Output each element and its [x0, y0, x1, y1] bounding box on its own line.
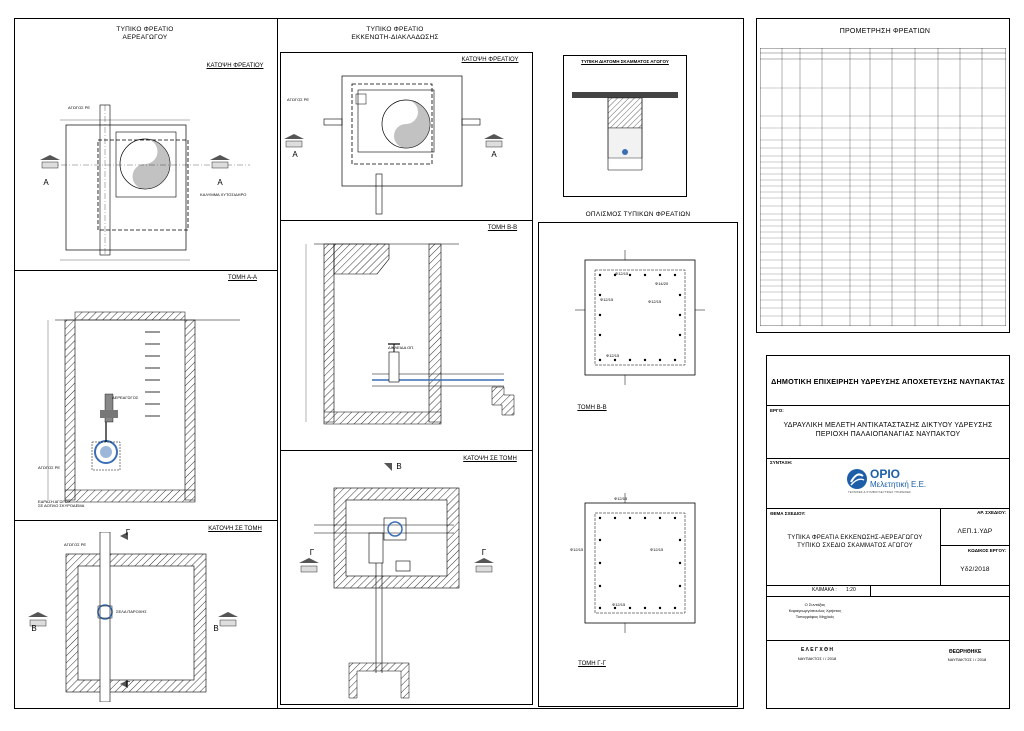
tb-divider-6: [766, 640, 1010, 641]
drawing-a-cover-label: ΚΑΛΥΜΜΑ ΧΥΤΟΣΙΔΗΡΟ: [200, 192, 247, 197]
tb-project-label: ΕΡΓΟ:: [770, 408, 784, 413]
tb-drawno: ΛΕΠ.1.ΥΔΡ: [957, 528, 993, 535]
column-a-frame: [14, 18, 278, 709]
drawing-b-marker-g-right: Γ: [481, 548, 487, 557]
drawing-a-section-label: ΤΟΜΗ Α-Α: [228, 275, 257, 281]
drawing-b-pipe-label: ΑΓΩΓΟΣ ΡΕ: [287, 97, 310, 102]
drawing-a-marker-g-bottom: Γ: [125, 680, 131, 689]
reinforcement-bar-label-4: Φ12/15: [648, 299, 662, 304]
tb-drawno-label: ΑΡ. ΣΧΕΔΙΟΥ:: [977, 510, 1006, 515]
tb-project-code-label: ΚΩΔΙΚΟΣ ΕΡΓΟΥ:: [967, 548, 1006, 553]
drawing-b-marker-a-right: Α: [491, 150, 497, 159]
tb-drawno-box: [940, 545, 1010, 546]
drawing-b-plan-section-view: [299, 463, 494, 699]
reinforcement-section-b-label: ΤΟΜΗ Β-Β: [577, 405, 607, 411]
drawing-a-plan-label: ΚΑΤΟΨΗ ΦΡΕΑΤΙΟΥ: [206, 63, 264, 69]
tb-author-label: ΣΥΝΤΑΞΗ:: [770, 460, 793, 465]
reinforcement-section-b-view: [575, 250, 705, 385]
drawing-a-valve-label: ΑΕΡΕΑΓΩΓΟΣ: [112, 395, 139, 400]
quantities-table: [759, 47, 1007, 327]
drawing-b-title: ΤΥΠΙΚΟ ΦΡΕΑΤΙΟ ΕΚΚΕΝΩΤΗ-ΔΙΑΚΛΑΔΩΣΗΣ: [351, 26, 439, 42]
trench-frame: [563, 55, 687, 197]
drawing-b-valve-label: ΔΙΚΛΕΙΔΑ ΟΠ.: [388, 345, 415, 350]
tb-engineer-line1: Καραγεωργόπουλος Χρήστος: [788, 608, 842, 613]
reinforcement-bar-label-3: Φ12/15: [600, 297, 614, 302]
tb-project-code: Υδ2/2018: [960, 566, 990, 573]
drawing-b-section-view: [305, 243, 515, 425]
drawing-a-divider-1: [14, 270, 278, 271]
tb-subject-label: ΘΕΜΑ ΣΧΕΔΙΟΥ:: [770, 511, 806, 516]
trench-title: ΤΥΠΙΚΗ ΔΙΑΤΟΜΗ ΣΚΑΜΜΑΤΟΣ ΑΓΩΓΟΥ: [581, 59, 669, 64]
quantities-frame: [756, 18, 1010, 333]
drawing-a-tee-label: ΣΕΛΑ ΠΑΡΟΧΗΣ: [116, 609, 147, 614]
drawing-a-title: ΤΥΠΙΚΟ ΦΡΕΑΤΙΟ ΑΕΡΕΑΓΩΓΟΥ: [116, 26, 174, 42]
quantities-title: ΠΡΟΜΕΤΡΗΣΗ ΦΡΕΑΤΙΩΝ: [839, 28, 931, 35]
tb-engineer-title: Ο Συντάξας: [804, 602, 826, 607]
tb-engineer-line2: Τοπογράφος Μηχ/κός: [795, 614, 835, 619]
drawing-a-marker-a-left: Α: [43, 178, 49, 187]
drawing-a-plan-view: [40, 104, 250, 261]
drawing-b-plan-label: ΚΑΤΟΨΗ ΦΡΕΑΤΙΟΥ: [461, 57, 519, 63]
title-block: [766, 355, 1010, 709]
tb-checked-label: Ε Λ Ε Γ Χ Θ Η: [801, 647, 833, 653]
tb-scale-label: ΚΛΙΜΑΚΑ :: [812, 587, 837, 593]
reinforcement-bar-label-7: Φ12/15: [570, 547, 584, 552]
drawing-a-marker-a-right: Α: [217, 178, 223, 187]
reinforcement-section-g-view: [584, 493, 696, 633]
tb-divider-1: [766, 405, 1010, 406]
column-b-frame: [280, 52, 533, 705]
reinforcement-bar-label-9: Φ12/15: [612, 602, 626, 607]
reinforcement-bar-label-2: Φ14/20: [655, 281, 669, 286]
reinforcement-title: ΟΠΛΙΣΜΟΣ ΤΥΠΙΚΩΝ ΦΡΕΑΤΙΩΝ: [568, 211, 708, 220]
drawing-a-marker-b-left: Β: [31, 624, 37, 633]
drawing-a-marker-g-top: Γ: [125, 528, 131, 537]
reinforcement-bar-label-1: Φ12/15: [615, 271, 629, 276]
reinforcement-bar-label-6: Φ12/15: [614, 496, 628, 501]
drawing-b-section-label: ΤΟΜΗ Β-Β: [487, 225, 518, 231]
tb-scale: 1:20: [846, 587, 856, 593]
tb-vertical-divider: [940, 508, 941, 585]
tb-vertical-divider-2: [870, 585, 871, 596]
tb-divider-5: [766, 596, 1010, 597]
drawing-b-divider-1: [280, 220, 533, 221]
drawing-b-plan-view: [284, 75, 504, 215]
tb-project: ΥΔΡΑΥΛΙΚΗ ΜΕΛΕΤΗ ΑΝΤΙΚΑΤΑΣΤΑΣΗΣ ΔΙΚΤΥΟΥ …: [783, 422, 993, 438]
tb-divider-2: [766, 458, 1010, 459]
drawing-b-marker-b: Β: [396, 462, 402, 471]
reinforcement-section-g-label: ΤΟΜΗ Γ-Γ: [578, 661, 606, 667]
tb-checked-place: ΝΑΥΠΑΚΤΟΣ / / 2018: [797, 656, 837, 661]
drawing-a-bedding-label: ΕΔΡΑΣΗ ΑΓΩΓΟΥ ΣΕ ΑΟΠΛΟ ΣΚΥΡΟΔΕΜΑ: [38, 499, 85, 509]
drawing-b-marker-g-left: Γ: [309, 548, 315, 557]
trench-section-view: [572, 92, 678, 171]
tb-approved-label: ΘΕΩΡΗΘΗΚΕ: [948, 649, 982, 655]
tb-divider-4: [766, 585, 1010, 586]
drawing-a-marker-b-right: Β: [213, 624, 219, 633]
reinforcement-bar-label-5: Φ12/15: [606, 353, 620, 358]
tb-divider-3: [766, 508, 1010, 509]
drawing-a-pipe-label: ΑΓΩΓΟΣ ΡΕ: [68, 105, 91, 110]
company-line: ΤΕΧΝΙΚΕΣ & ΣΥΜΒΟΥΛΕΥΤΙΚΕΣ ΥΠΗΡΕΣΙΕΣ: [848, 490, 911, 494]
drawing-a-section-view: [47, 311, 240, 503]
tb-subject: ΤΥΠΙΚΑ ΦΡΕΑΤΙΑ ΕΚΚΕΝΩΣΗΣ-ΑΕΡΕΑΓΩΓΟΥ ΤΥΠΙ…: [787, 535, 923, 549]
drawing-a-divider-2: [14, 520, 278, 521]
company-logo-icon: [847, 469, 867, 489]
drawing-a-plan-section-label: ΚΑΤΟΨΗ ΣΕ ΤΟΜΗ: [208, 526, 262, 532]
drawing-a-section-pipe-label: ΑΓΩΓΟΣ ΡΕ: [38, 465, 61, 470]
drawing-a-plan-section-pipe-label: ΑΓΩΓΟΣ ΡΕ: [64, 542, 87, 547]
tb-approved-place: ΝΑΥΠΑΚΤΟΣ / / 2018: [947, 657, 987, 662]
company-name: ΟΡΙΟ: [870, 467, 901, 481]
company-sub: Μελετητική Ε.Ε.: [870, 480, 927, 489]
reinforcement-frame: [538, 222, 738, 707]
drawing-b-marker-a-left: Α: [292, 150, 298, 159]
drawing-b-divider-2: [280, 450, 533, 451]
drawing-b-plan-section-label: ΚΑΤΟΨΗ ΣΕ ΤΟΜΗ: [463, 456, 517, 462]
reinforcement-bar-label-8: Φ12/15: [650, 547, 664, 552]
tb-owner: ΔΗΜΟΤΙΚΗ ΕΠΙΧΕΙΡΗΣΗ ΥΔΡΕΥΣΗΣ ΑΠΟΧΕΤΕΥΣΗΣ…: [771, 377, 1005, 386]
drawing-a-plan-section-view: [28, 532, 238, 702]
